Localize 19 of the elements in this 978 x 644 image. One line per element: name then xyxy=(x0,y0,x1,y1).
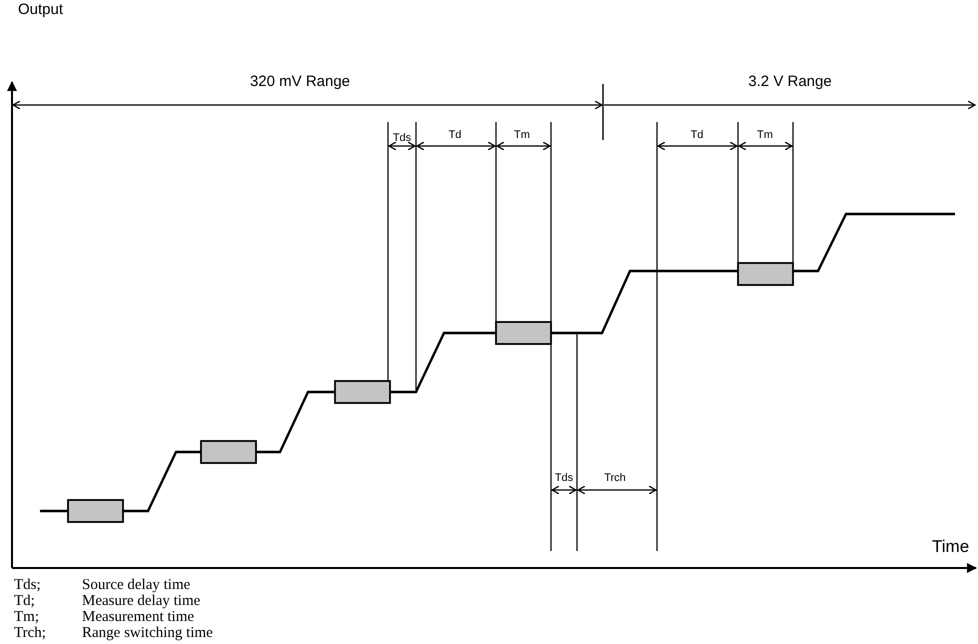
dimension-label: Trch xyxy=(604,473,626,484)
legend-definition: Measure delay time xyxy=(82,594,200,609)
dimension-label: Tm xyxy=(757,130,773,141)
axis-label: Time xyxy=(932,538,970,555)
dimension-label: Tds xyxy=(392,133,412,144)
dimension-label: Td xyxy=(448,130,462,141)
legend-term: Tm; xyxy=(14,610,39,625)
range-label: 3.2 V Range xyxy=(748,74,832,89)
legend-definition: Source delay time xyxy=(82,578,190,593)
legend-term: Trch; xyxy=(14,626,46,641)
legend-definition: Range switching time xyxy=(82,626,213,641)
legend-definition: Measurement time xyxy=(82,610,194,625)
legend-term: Tds; xyxy=(14,578,41,593)
axis-label: Output xyxy=(18,2,64,17)
range-label: 320 mV Range xyxy=(250,74,350,89)
dimension-label: Td xyxy=(690,130,704,141)
dimension-label: Tm xyxy=(514,130,530,141)
legend-term: Td; xyxy=(14,594,35,609)
dimension-label: Tds xyxy=(554,473,574,484)
